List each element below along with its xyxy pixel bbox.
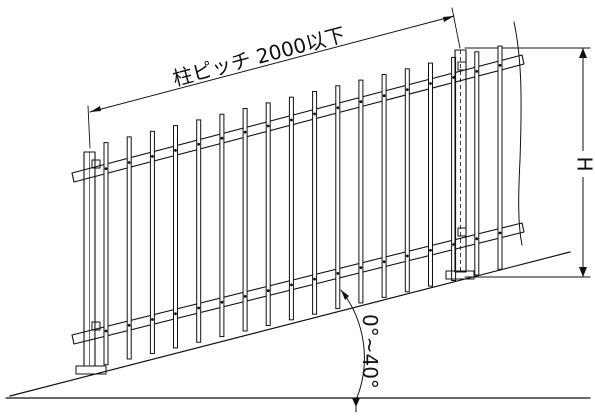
picket: [266, 103, 270, 326]
bracket-top-right: [458, 62, 466, 70]
top-rail: [72, 55, 524, 182]
picket-rivet-bottom: [174, 312, 177, 315]
picket-rivet-top: [499, 64, 502, 67]
picket-rivet-bottom: [336, 272, 339, 275]
picket-rivet-bottom: [128, 324, 131, 327]
pitch-dimension: 柱ピッチ 2000以下: [88, 8, 460, 148]
picket-rivet-top: [406, 88, 409, 91]
pitch-arrow-right: [443, 16, 454, 22]
picket-rivet-bottom: [475, 237, 478, 240]
picket-rivet-bottom: [406, 255, 409, 258]
pitch-arrow-left: [90, 106, 101, 112]
angle-label: 0°~40°: [358, 314, 382, 389]
pickets: [104, 46, 502, 365]
angle-arrow-top: [341, 290, 349, 300]
picket-rivet-top: [267, 125, 270, 128]
picket-rivet-bottom: [290, 284, 293, 287]
picket-rivet-top: [174, 149, 177, 152]
picket-rivet-top: [151, 155, 154, 158]
picket-rivet-top: [221, 137, 224, 140]
picket-rivet-bottom: [267, 289, 270, 292]
picket-rivet-bottom: [383, 260, 386, 263]
picket-rivet-top: [197, 143, 200, 146]
picket-rivet-bottom: [313, 278, 316, 281]
picket: [382, 75, 386, 298]
picket-rivet-top: [475, 70, 478, 73]
picket-rivet-bottom: [151, 318, 154, 321]
pitch-label: 柱ピッチ 2000以下: [170, 22, 348, 90]
picket-rivet-top: [313, 113, 316, 116]
picket-rivet-bottom: [360, 266, 363, 269]
angle-dimension: 0°~40°: [341, 290, 382, 412]
height-arrow-bottom: [579, 267, 587, 277]
picket-rivet-top: [244, 131, 247, 134]
bottom-rail: [72, 223, 524, 344]
height-dimension: H: [570, 48, 595, 277]
picket-rivet-bottom: [429, 249, 432, 252]
picket-rivet-top: [105, 167, 108, 170]
picket: [289, 97, 293, 320]
pitch-ext-right: [452, 8, 460, 48]
picket-rivet-top: [336, 106, 339, 109]
picket-rivet-top: [360, 100, 363, 103]
picket: [475, 52, 479, 275]
picket-rivet-bottom: [197, 307, 200, 310]
picket-rivet-top: [290, 119, 293, 122]
picket-rivet-bottom: [221, 301, 224, 304]
picket-rivet-top: [383, 94, 386, 97]
picket-rivet-bottom: [499, 232, 502, 235]
picket-rivet-bottom: [244, 295, 247, 298]
picket: [336, 86, 340, 309]
picket: [359, 80, 363, 303]
picket-rivet-top: [429, 82, 432, 85]
posts: [76, 50, 474, 374]
picket: [313, 92, 317, 315]
picket-rivet-bottom: [105, 330, 108, 333]
picket: [405, 69, 409, 292]
height-label: H: [573, 156, 595, 171]
picket: [498, 46, 502, 269]
picket: [429, 63, 433, 286]
bracket-bottom-right: [458, 228, 466, 236]
picket-rivet-top: [128, 161, 131, 164]
height-arrow-top: [579, 48, 587, 58]
